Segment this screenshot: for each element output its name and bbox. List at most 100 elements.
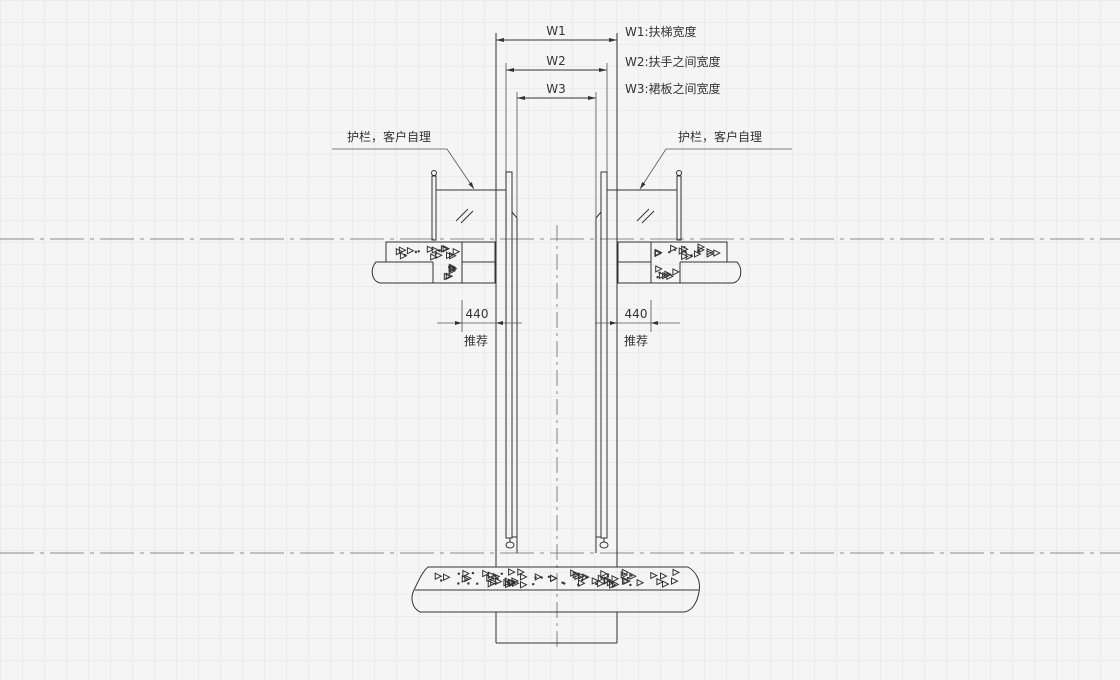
concrete-aggregate-mark [581,578,584,582]
concrete-aggregate-mark [550,574,558,583]
concrete-aggregate-mark [623,577,631,585]
left-glass-hatch-1 [455,208,469,222]
left-slab-outline [371,241,496,284]
concrete-aggregate-mark [672,268,681,276]
right-clearance-arrow-b [651,321,658,325]
w3-label: W3 [546,82,566,96]
w3-arrow-left [517,96,525,100]
concrete-aggregate-mark [662,271,670,280]
concrete-aggregate-mark [445,272,454,281]
w1-label: W1 [546,24,566,38]
right-glass-hatch-1 [636,208,650,222]
right-skirt-panel [595,210,602,538]
concrete-aggregate-mark [464,574,473,583]
concrete-aggregate-mark [512,579,520,588]
left-guardrail-annotation: 护栏，客户自理 [332,129,475,190]
concrete-aggregate-mark [678,247,687,255]
right-floor-slab [617,241,742,284]
concrete-aggregate-mark [487,579,496,588]
w2-arrow-left [506,68,514,72]
right-slab-outline [617,241,742,284]
concrete-aggregate-mark [476,582,479,585]
concrete-aggregate-mark [482,569,490,578]
right-guardrail-post [676,175,682,241]
concrete-aggregate-mark [591,577,600,585]
width-dimensions: W1 W2 W3 [496,24,617,218]
concrete-aggregate-mark [492,572,501,581]
w2-label: W2 [546,54,566,68]
concrete-aggregate-mark [443,272,452,281]
right-balustrade [595,171,609,553]
concrete-aggregate-mark [681,252,689,261]
concrete-aggregate-mark [448,265,457,273]
right-guardrail-note: 护栏，客户自理 [678,129,762,144]
escalator-truss [495,33,618,644]
right-clearance-arrow-a [610,321,617,325]
left-guardrail [431,170,506,241]
concrete-aggregate-mark [606,573,610,576]
right-concrete-hatch [654,243,721,281]
concrete-aggregate-mark [636,578,645,587]
concrete-aggregate-mark [654,249,663,258]
left-clearance-arrow-b [496,321,503,325]
right-clearance-value: 440 [625,307,648,321]
dimension-legend: W1:扶梯宽度 W2:扶手之间宽度 W3:裙板之间宽度 [625,24,721,96]
concrete-aggregate-mark [570,569,578,577]
concrete-aggregate-mark [606,575,609,578]
concrete-aggregate-mark [517,568,525,576]
left-glass-hatch-2 [460,210,474,224]
left-concrete-hatch [395,244,461,281]
concrete-aggregate-mark [457,572,460,575]
concrete-aggregate-mark [417,250,420,253]
right-clearance-note: 推荐 [624,334,648,348]
right-guardrail-cap [676,170,682,176]
concrete-aggregate-mark [697,246,705,254]
concrete-aggregate-mark [577,583,580,586]
left-handrail-panel [505,171,513,539]
concrete-aggregate-mark [438,249,441,252]
concrete-aggregate-mark [611,580,620,589]
left-guardrail-cap [431,170,437,176]
concrete-aggregate-mark [440,245,449,253]
concrete-aggregate-mark [486,574,494,582]
concrete-aggregate-mark [561,581,564,584]
w1-arrow-right [609,38,617,42]
concrete-aggregate-mark [655,265,663,273]
concrete-aggregate-mark [426,245,435,254]
concrete-aggregate-mark [403,253,406,257]
left-floor-slab [371,241,496,284]
legend-w1: W1:扶梯宽度 [625,24,697,39]
legend-w3: W3:裙板之间宽度 [625,81,721,96]
concrete-aggregate-mark [457,582,460,585]
w1-arrow-left [496,38,504,42]
concrete-aggregate-mark [563,582,566,585]
reference-lines [0,225,1120,652]
concrete-aggregate-mark [398,246,407,255]
concrete-aggregate-mark [672,568,681,577]
right-guardrail-annotation: 护栏，客户自理 [639,129,792,190]
left-clearance-dimension: 440 推荐 [437,300,522,348]
pit-floor-slab [411,566,700,613]
concrete-aggregate-mark [442,244,451,253]
concrete-aggregate-mark [494,577,503,586]
concrete-aggregate-mark [670,244,678,253]
concrete-aggregate-mark [430,253,438,261]
left-skirt-panel [511,210,518,538]
right-handrail-panel [600,171,608,539]
pit-slab-outline [411,566,700,613]
concrete-aggregate-mark [611,574,620,583]
concrete-aggregate-mark [494,575,497,578]
right-leader-line [639,148,792,190]
concrete-aggregate-mark [621,577,630,586]
concrete-aggregate-mark [673,248,677,251]
w3-arrow-right [588,96,596,100]
concrete-aggregate-mark [462,569,471,578]
left-clearance-arrow-a [455,321,462,325]
concrete-aggregate-mark [467,582,470,585]
concrete-aggregate-mark [697,249,700,253]
concrete-aggregate-mark [684,250,687,254]
concrete-aggregate-mark [440,579,443,582]
concrete-aggregate-mark [658,271,661,274]
concrete-aggregate-mark [600,569,608,578]
